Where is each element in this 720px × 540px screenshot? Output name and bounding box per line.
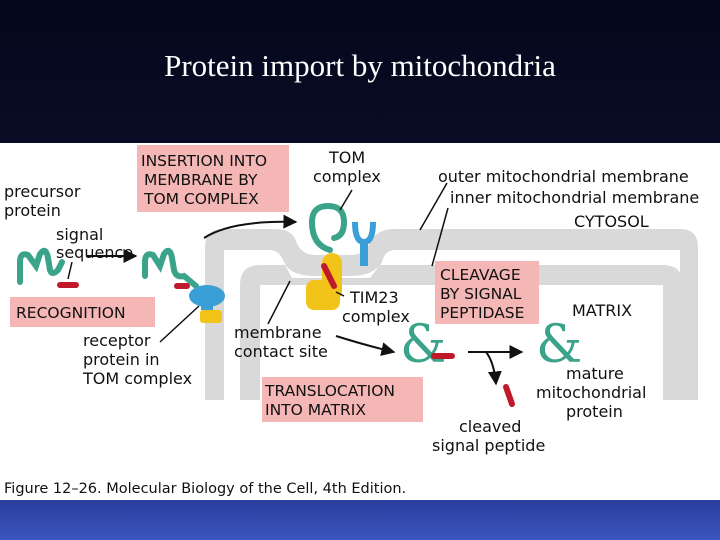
tom-label-1: TOM: [328, 148, 365, 167]
tim-label-1: TIM23: [349, 288, 399, 307]
matrix-label: MATRIX: [572, 301, 632, 320]
pointer-receptor: [159, 305, 200, 343]
cleavage-box: [435, 261, 539, 324]
signal-label-2: sequence: [56, 243, 133, 262]
precursor-protein: [17, 247, 65, 285]
contact-label-2: contact site: [234, 342, 328, 361]
inner-membrane-label: inner mitochondrial membrane: [450, 188, 699, 207]
pointer-signal: [67, 261, 73, 280]
cleavage-text-2: BY SIGNAL: [440, 285, 522, 303]
insertion-text-1: INSERTION INTO: [141, 152, 267, 170]
receptor-anchor: [200, 310, 222, 323]
bottom-band: [0, 500, 720, 540]
precursor-label-1: precursor: [4, 182, 81, 201]
tom-label-2: complex: [313, 167, 381, 186]
translocating-protein: [308, 202, 348, 253]
cleaved-label-1: cleaved: [459, 417, 521, 436]
contact-label-1: membrane: [234, 323, 322, 342]
cytosol-label: CYTOSOL: [574, 212, 649, 231]
tom-receptor-stalk: [360, 240, 368, 266]
tim-label-2: complex: [342, 307, 410, 326]
pointer-contact: [267, 280, 291, 325]
precursor-label-2: protein: [4, 201, 61, 220]
cleavage-text-1: CLEAVAGE: [440, 266, 521, 284]
arrow-release: [485, 351, 502, 386]
cleavage-text-3: PEPTIDASE: [440, 304, 524, 322]
receptor-label-3: TOM complex: [82, 369, 192, 388]
bound-precursor-protein: [142, 247, 199, 289]
mature-label-2: mitochondrial: [536, 383, 646, 402]
insertion-text-2: MEMBRANE BY: [144, 171, 258, 189]
outer-membrane-label: outer mitochondrial membrane: [438, 167, 689, 186]
mature-label-1: mature: [566, 364, 624, 383]
arrow-translocation: [335, 335, 396, 356]
translocation-box: [262, 377, 423, 422]
receptor-label-2: protein in: [83, 350, 160, 369]
inner-membrane: [240, 265, 683, 400]
insertion-box: [137, 145, 289, 212]
recognition-box: [10, 297, 155, 327]
pointer-outer: [419, 182, 448, 231]
insertion-text-3: TOM COMPLEX: [143, 190, 259, 208]
inserting-signal: [321, 263, 337, 289]
pointer-inner: [431, 207, 449, 267]
arrow-insertion: [203, 214, 298, 239]
translocation-text-2: INTO MATRIX: [265, 401, 366, 419]
pointer-tom: [339, 189, 353, 211]
bound-signal: [174, 283, 190, 289]
receptor-label-1: receptor: [83, 331, 151, 350]
figure-caption: Figure 12–26. Molecular Biology of the C…: [4, 481, 406, 497]
mature-protein-icon: &: [536, 315, 582, 375]
receptor-stalk: [201, 288, 213, 310]
cleaved-label-2: signal peptide: [432, 436, 545, 455]
translocation-text-1: TRANSLOCATION: [264, 382, 395, 400]
cleaved-signal-peptide: [503, 384, 515, 407]
mature-label-3: protein: [566, 402, 623, 421]
protein-in-matrix-icon: &: [400, 315, 446, 375]
recognition-text: RECOGNITION: [16, 304, 126, 322]
slide-title: Protein import by mitochondria: [164, 48, 556, 83]
signal-label-1: signal: [56, 225, 103, 244]
tom-receptor-icon: [352, 221, 376, 246]
pointer-tim23: [335, 291, 345, 297]
